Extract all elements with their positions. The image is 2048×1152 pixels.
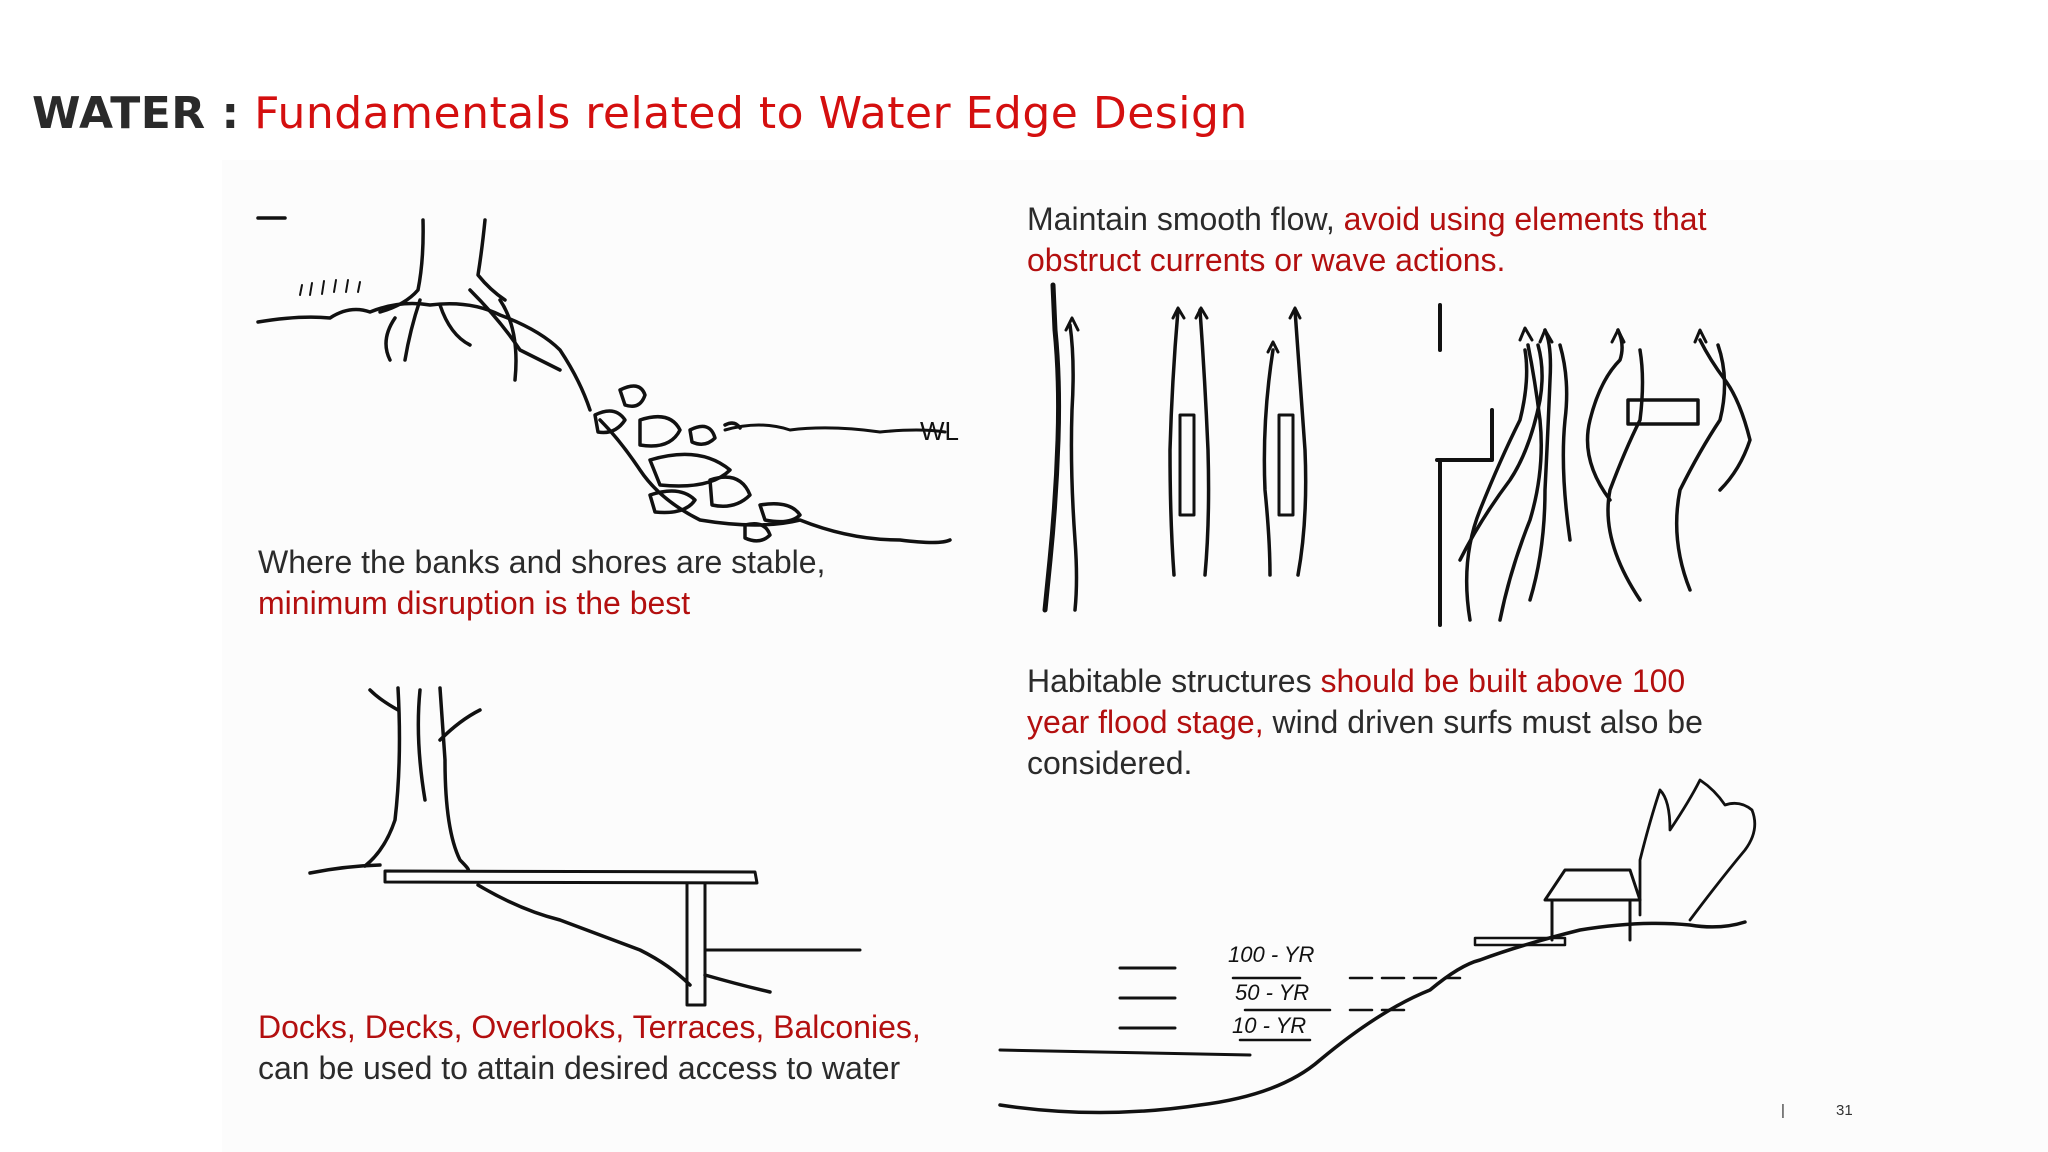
title-prefix: WATER : (32, 88, 240, 139)
caption-smooth-flow: Maintain smooth flow, avoid using elemen… (1027, 199, 1706, 281)
caption-flood-black3: considered. (1027, 745, 1193, 781)
caption-stable-banks-line1: Where the banks and shores are stable, (258, 544, 826, 580)
caption-smooth-flow-red1: avoid using elements that (1343, 201, 1707, 237)
caption-smooth-flow-red2: obstruct currents or wave actions. (1027, 242, 1506, 278)
caption-flood-black1: Habitable structures (1027, 663, 1312, 699)
caption-docks-black: can be used to attain desired access to … (258, 1050, 901, 1086)
caption-docks-red: Docks, Decks, Overlooks, Terraces, Balco… (258, 1009, 921, 1045)
footer-separator: | (1781, 1102, 1785, 1119)
flood-10-label: 10 - YR (1232, 1013, 1306, 1038)
page-title: WATER : Fundamentals related to Water Ed… (32, 88, 1248, 139)
title-main: Fundamentals related to Water Edge Desig… (254, 88, 1248, 139)
caption-stable-banks: Where the banks and shores are stable, m… (258, 542, 825, 624)
flood-50-label: 50 - YR (1235, 980, 1309, 1005)
flood-100-label: 100 - YR (1228, 942, 1315, 967)
caption-flood-stage: Habitable structures should be built abo… (1027, 661, 1703, 784)
caption-flood-red2: year flood stage, (1027, 704, 1264, 740)
stable-bank-sketch: WL (256, 216, 959, 545)
dock-sketch (308, 686, 862, 1007)
caption-flood-red1: should be built above 100 (1320, 663, 1686, 699)
flow-sketch (1042, 282, 1752, 627)
wl-label: WL (920, 416, 959, 446)
caption-flood-black2: wind driven surfs must also be (1272, 704, 1703, 740)
flood-stage-sketch: 100 - YR 50 - YR 10 - YR (998, 778, 1757, 1115)
caption-docks: Docks, Decks, Overlooks, Terraces, Balco… (258, 1007, 921, 1089)
page-number: 31 (1836, 1102, 1853, 1119)
caption-smooth-flow-black: Maintain smooth flow, (1027, 201, 1335, 237)
caption-stable-banks-line2: minimum disruption is the best (258, 585, 691, 621)
